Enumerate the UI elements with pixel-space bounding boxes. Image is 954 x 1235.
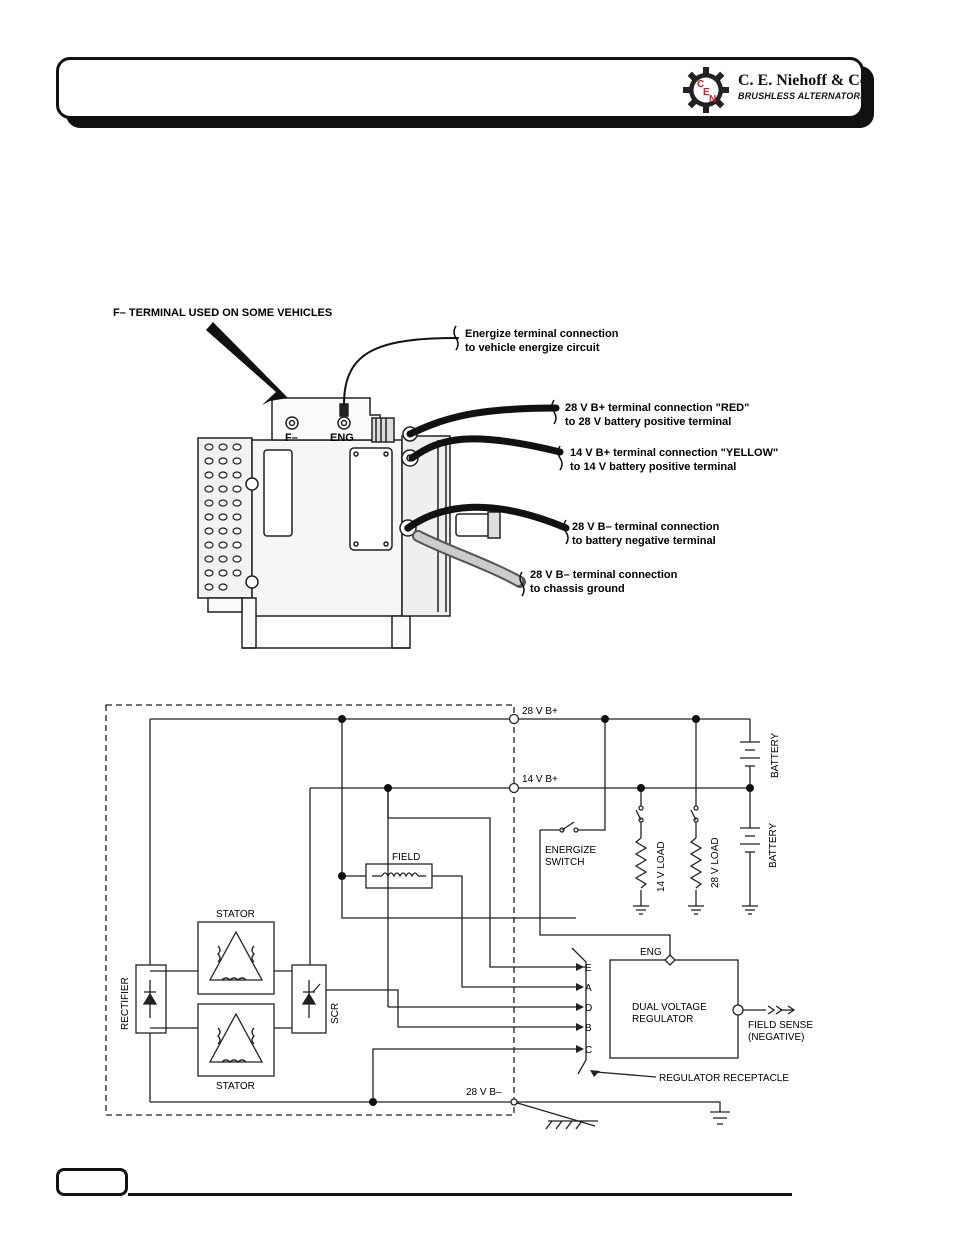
load-28v-label: 28 V LOAD xyxy=(710,837,721,888)
battery-top-label: BATTERY xyxy=(770,732,781,778)
pin-c-label: C xyxy=(585,1045,592,1056)
cable-break-marks xyxy=(453,325,569,597)
logo-letter-n: N xyxy=(709,94,716,105)
receptacle-label: REGULATOR RECEPTACLE xyxy=(659,1073,789,1084)
stator-bottom-label: STATOR xyxy=(216,1081,255,1092)
field-label: FIELD xyxy=(392,852,420,863)
b28-neg-batt-callout-l1: 28 V B– terminal connection xyxy=(572,521,720,533)
cables xyxy=(343,337,570,588)
brand-name: C. E. Niehoff & Co. xyxy=(738,72,872,89)
brand-tagline: BRUSHLESS ALTERNATORS xyxy=(738,91,867,101)
stator-windings xyxy=(197,921,275,1077)
energize-callout-l1: Energize terminal connection xyxy=(465,328,619,340)
rectifier-label: RECTIFIER xyxy=(120,977,131,1030)
load-14v-label: 14 V LOAD xyxy=(656,841,667,892)
battery-bottom-label: BATTERY xyxy=(768,822,779,868)
pin-e-label: E xyxy=(585,963,592,974)
bus-28v-neg-label: 28 V B– xyxy=(466,1087,502,1098)
switch-blades xyxy=(561,809,697,831)
rectifier-block xyxy=(135,964,167,1034)
regulator-label-l2: REGULATOR xyxy=(632,1014,693,1025)
alternator-boundary xyxy=(105,704,515,1116)
f-terminal-arrow xyxy=(206,322,288,405)
field-sense-l1: FIELD SENSE xyxy=(748,1020,813,1031)
bus-28v-pos-label: 28 V B+ xyxy=(522,706,558,717)
b28-pos-callout-l1: 28 V B+ terminal connection "RED" xyxy=(565,402,749,414)
b28-neg-chassis-callout-l2: to chassis ground xyxy=(530,583,625,595)
pin-b-label: B xyxy=(585,1023,592,1034)
pin-arrows xyxy=(576,963,600,1077)
b28-pos-callout-l2: to 28 V battery positive terminal xyxy=(565,416,731,428)
field-sense-arrows xyxy=(767,1005,796,1015)
ground-symbols xyxy=(545,905,758,1130)
terminal-nodes xyxy=(508,713,744,1106)
energize-switch-l2: SWITCH xyxy=(545,857,584,868)
b14-pos-callout-l2: to 14 V battery positive terminal xyxy=(570,461,736,473)
niehoff-logo: C E N xyxy=(683,67,729,113)
energize-switch-l1: ENERGIZE xyxy=(545,845,596,856)
field-coil xyxy=(365,863,433,889)
eng-pin-label: ENG xyxy=(640,947,662,958)
b14-pos-callout-l1: 14 V B+ terminal connection "YELLOW" xyxy=(570,447,778,459)
junction-dots xyxy=(338,715,754,1106)
energize-callout-l2: to vehicle energize circuit xyxy=(465,342,600,354)
terminal-f-label: F– xyxy=(285,432,298,444)
scr-label: SCR xyxy=(330,1003,341,1024)
b28-neg-batt-callout-l2: to battery negative terminal xyxy=(572,535,716,547)
page-number-tab xyxy=(56,1168,128,1196)
terminal-eng-label: ENG xyxy=(330,432,354,444)
logo-letter-e: E xyxy=(703,87,710,98)
stator-top-label: STATOR xyxy=(216,909,255,920)
footer-rule xyxy=(128,1193,792,1196)
logo-letter-c: C xyxy=(697,79,704,90)
schematic xyxy=(105,704,766,1127)
bus-14v-pos-label: 14 V B+ xyxy=(522,774,558,785)
field-sense-l2: (NEGATIVE) xyxy=(748,1032,804,1043)
pin-a-label: A xyxy=(585,983,592,994)
scr-block xyxy=(291,964,327,1034)
b28-neg-chassis-callout-l1: 28 V B– terminal connection xyxy=(530,569,678,581)
f-terminal-note: F– TERMINAL USED ON SOME VEHICLES xyxy=(113,307,332,319)
vent-holes xyxy=(204,443,242,591)
pin-d-label: D xyxy=(585,1003,592,1014)
header-bar xyxy=(56,57,864,119)
regulator-label-l1: DUAL VOLTAGE xyxy=(632,1002,707,1013)
